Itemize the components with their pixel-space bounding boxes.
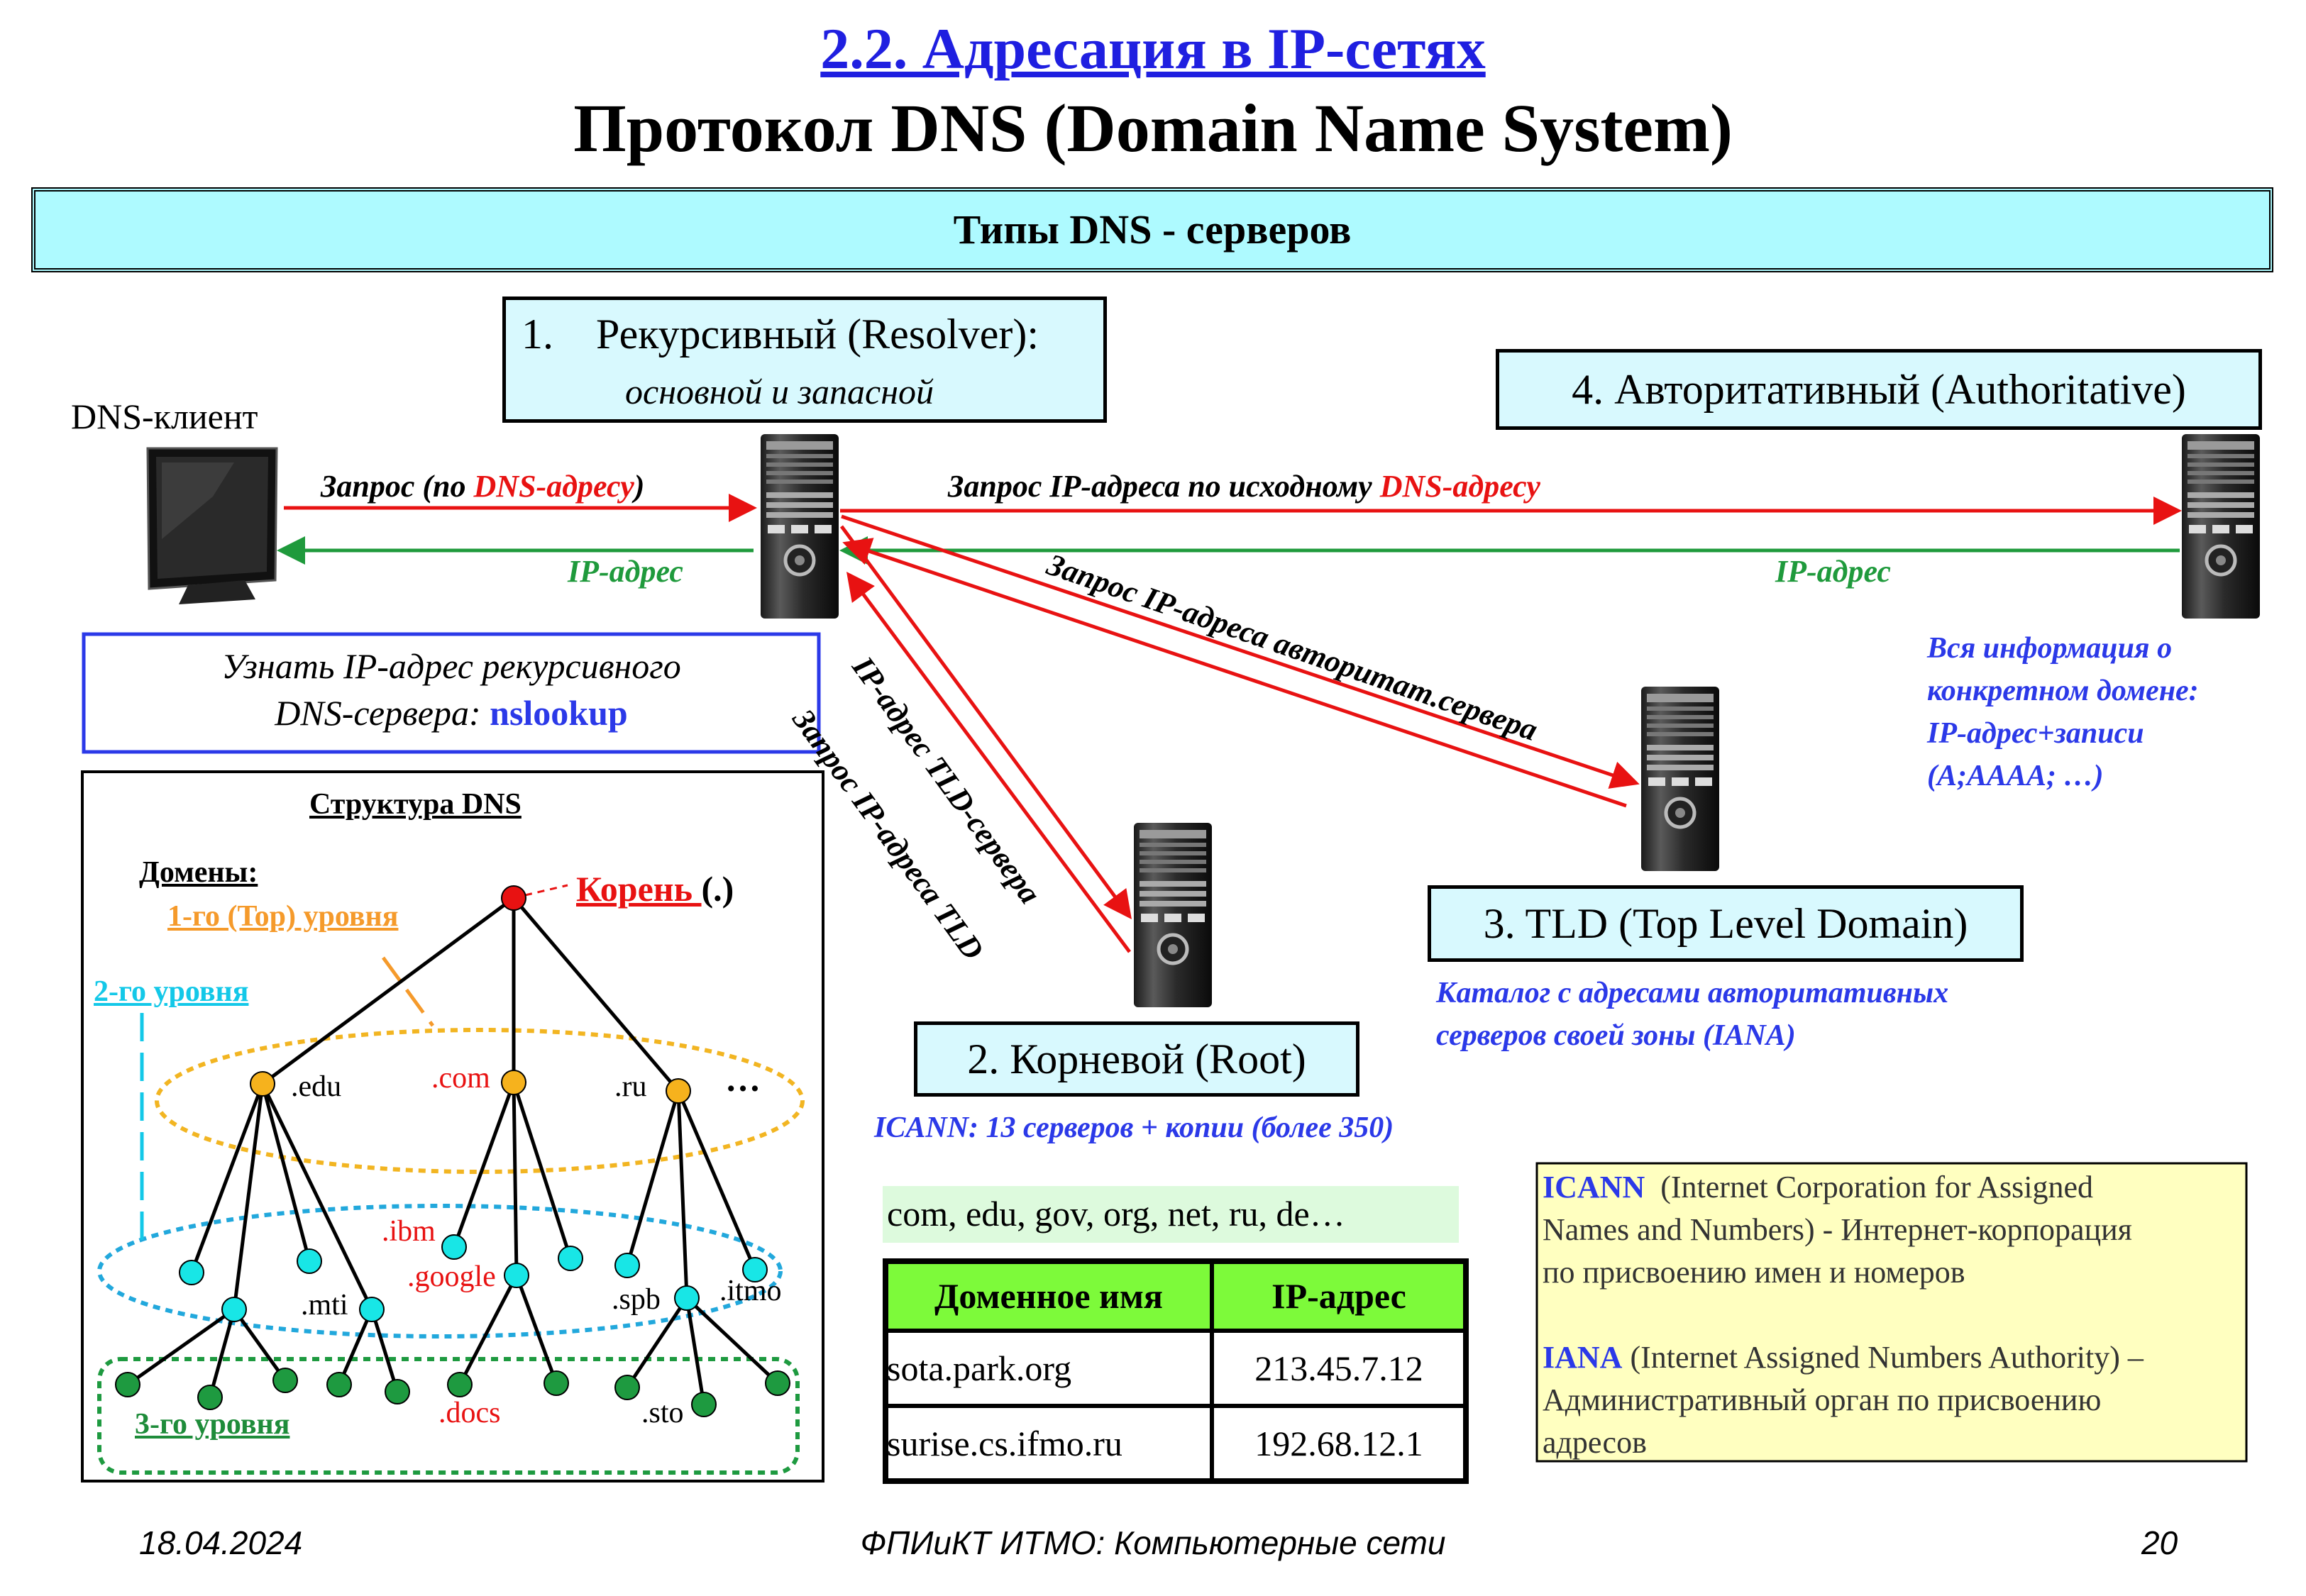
root-box: 2. Корневой (Root) xyxy=(914,1021,1359,1097)
resolver-subtitle: основной и запасной xyxy=(625,372,934,411)
authoritative-title: 4. Авторитативный (Authoritative) xyxy=(1572,366,2186,413)
tld-note-line: Каталог с адресами авторитативных xyxy=(1436,977,1949,1009)
glossary-box: ICANN (Internet Corporation for Assigned… xyxy=(1543,1166,2245,1464)
resolver-title: 1. Рекурсивный (Resolver): xyxy=(522,311,1039,358)
glossary-spacer xyxy=(1543,1294,2245,1336)
node-edu-label: .edu xyxy=(291,1070,342,1103)
node-com-label: .com xyxy=(431,1062,490,1095)
domains-label: Домены: xyxy=(139,856,258,889)
root-node-text: Корень xyxy=(576,869,702,909)
auth-query-red: DNS-адресу xyxy=(1379,469,1540,504)
resolver-server-icon xyxy=(761,434,839,619)
footer-date: 18.04.2024 xyxy=(139,1524,303,1561)
authoritative-server-icon xyxy=(2182,434,2260,619)
authoritative-note-line: IP-адрес+записи xyxy=(1927,717,2144,750)
node-mti-label: .mti xyxy=(301,1289,348,1321)
query-label-prefix: Запрос (по xyxy=(321,469,474,504)
table-row-1-domain: sota.park.org xyxy=(887,1348,1072,1388)
tld-server-icon xyxy=(1641,687,1719,871)
root-title: 2. Корневой (Root) xyxy=(967,1036,1306,1082)
table-row-2-domain: surise.cs.ifmo.ru xyxy=(887,1424,1122,1463)
node-ibm-label: .ibm xyxy=(382,1215,436,1248)
authoritative-note-line: (A;AAAA; …) xyxy=(1927,760,2104,792)
tld-box: 3. TLD (Top Level Domain) xyxy=(1428,885,2024,962)
root-node-label: Корень (.) xyxy=(576,868,734,909)
nslookup-line1: Узнать IP-адрес рекурсивного xyxy=(221,646,681,686)
icann-line3: по присвоению имен и номеров xyxy=(1543,1255,1965,1290)
query-label-red: DNS-адресу xyxy=(473,469,634,504)
dns-tree xyxy=(97,884,805,1475)
node-ru-label: .ru xyxy=(614,1070,647,1103)
table-row-1-ip: 213.45.7.12 xyxy=(1254,1348,1423,1388)
iana-line3: адресов xyxy=(1543,1425,1647,1460)
iana-line2: Административный орган по присвоению xyxy=(1543,1382,2102,1417)
glossary-frame xyxy=(1535,1162,2248,1463)
table-header-domain: Доменное имя xyxy=(934,1276,1163,1316)
auth-query-label: Запрос IP-адреса по исходному DNS-адресу xyxy=(948,468,1540,504)
zones-list: com, edu, gov, org, net, ru, de… xyxy=(887,1194,1345,1234)
authoritative-note-line: Вся информация о xyxy=(1927,632,2173,665)
nslookup-box-frame xyxy=(82,632,821,754)
query-label-suffix: ) xyxy=(634,469,645,504)
structure-title: Структура DNS xyxy=(309,788,522,821)
structure-frame xyxy=(81,770,824,1483)
node-more-label: … xyxy=(725,1059,761,1099)
iana-text1: (Internet Assigned Numbers Authority) – xyxy=(1622,1340,2144,1375)
footer-course: ФПИиКТ ИТМО: Компьютерные сети xyxy=(860,1524,1446,1561)
section-title[interactable]: 2.2. Адресация в IP-сетях xyxy=(820,16,1486,81)
tld-reply-arrow xyxy=(842,538,1627,808)
node-docs-label: .docs xyxy=(438,1397,501,1429)
table-row-2-ip: 192.68.12.1 xyxy=(1254,1424,1423,1463)
node-sto-label: .sto xyxy=(641,1397,684,1429)
table-header-ip: IP-адрес xyxy=(1271,1276,1406,1316)
node-spb-label: .spb xyxy=(612,1283,661,1316)
zones-bg xyxy=(883,1186,1459,1243)
level2-label: 2-го уровня xyxy=(94,975,249,1008)
tld-note: Каталог с адресами авторитативных сервер… xyxy=(1436,972,1948,1057)
root-server-icon xyxy=(1134,823,1212,1007)
iana-abbr: IANA xyxy=(1543,1340,1623,1375)
resolver-box: 1. Рекурсивный (Resolver): основной и за… xyxy=(502,297,1107,423)
nslookup-line2: DNS-сервера: nslookup xyxy=(84,689,819,736)
footer-page: 20 xyxy=(2141,1524,2178,1561)
root-query-arrow xyxy=(839,525,1132,920)
ip-label-right: IP-адрес xyxy=(1775,554,1891,589)
icann-line1: ICANN (Internet Corporation for Assigned xyxy=(1543,1166,2245,1209)
icann-line2: Names and Numbers) - Интернет-корпорация xyxy=(1543,1212,2132,1247)
nslookup-line2-prefix: DNS-сервера: xyxy=(275,693,490,733)
node-itmo-label: .itmo xyxy=(719,1275,782,1307)
root-note: ICANN: 13 серверов + копии (более 350) xyxy=(874,1112,1394,1144)
level1-label: 1-го (Top) уровня xyxy=(167,900,399,933)
tld-title: 3. TLD (Top Level Domain) xyxy=(1483,900,1968,947)
ip-label-left: IP-адрес xyxy=(568,554,683,589)
node-google-label: .google xyxy=(407,1260,496,1293)
tld-note-line: серверов своей зоны (IANA) xyxy=(1436,1019,1796,1052)
nslookup-command: nslookup xyxy=(490,693,628,733)
page-title: Протокол DNS (Domain Name System) xyxy=(573,90,1733,166)
nslookup-box: Узнать IP-адрес рекурсивного DNS-сервера… xyxy=(84,643,819,736)
dns-client-label: DNS-клиент xyxy=(71,397,258,436)
icann-text1: (Internet Corporation for Assigned xyxy=(1645,1170,2093,1204)
authoritative-box: 4. Авторитативный (Authoritative) xyxy=(1496,349,2262,430)
dns-table-frame xyxy=(883,1258,1469,1484)
dns-types-band: Типы DNS - серверов xyxy=(31,187,2273,272)
root-reply-arrow xyxy=(846,571,1132,953)
level3-label: 3-го уровня xyxy=(135,1408,290,1441)
icann-abbr: ICANN xyxy=(1543,1170,1645,1204)
authoritative-note: Вся информация о конкретном домене: IP-а… xyxy=(1927,627,2199,797)
monitor-icon xyxy=(146,447,278,604)
band-title: Типы DNS - серверов xyxy=(953,206,1352,253)
root-node-dot: (.) xyxy=(701,869,734,909)
tld-query-arrow xyxy=(841,514,1640,789)
query-label: Запрос (по DNS-адресу) xyxy=(321,468,644,504)
authoritative-note-line: конкретном домене: xyxy=(1927,675,2199,707)
iana-line1: IANA (Internet Assigned Numbers Authorit… xyxy=(1543,1336,2245,1379)
auth-query-prefix: Запрос IP-адреса по исходному xyxy=(948,469,1380,504)
